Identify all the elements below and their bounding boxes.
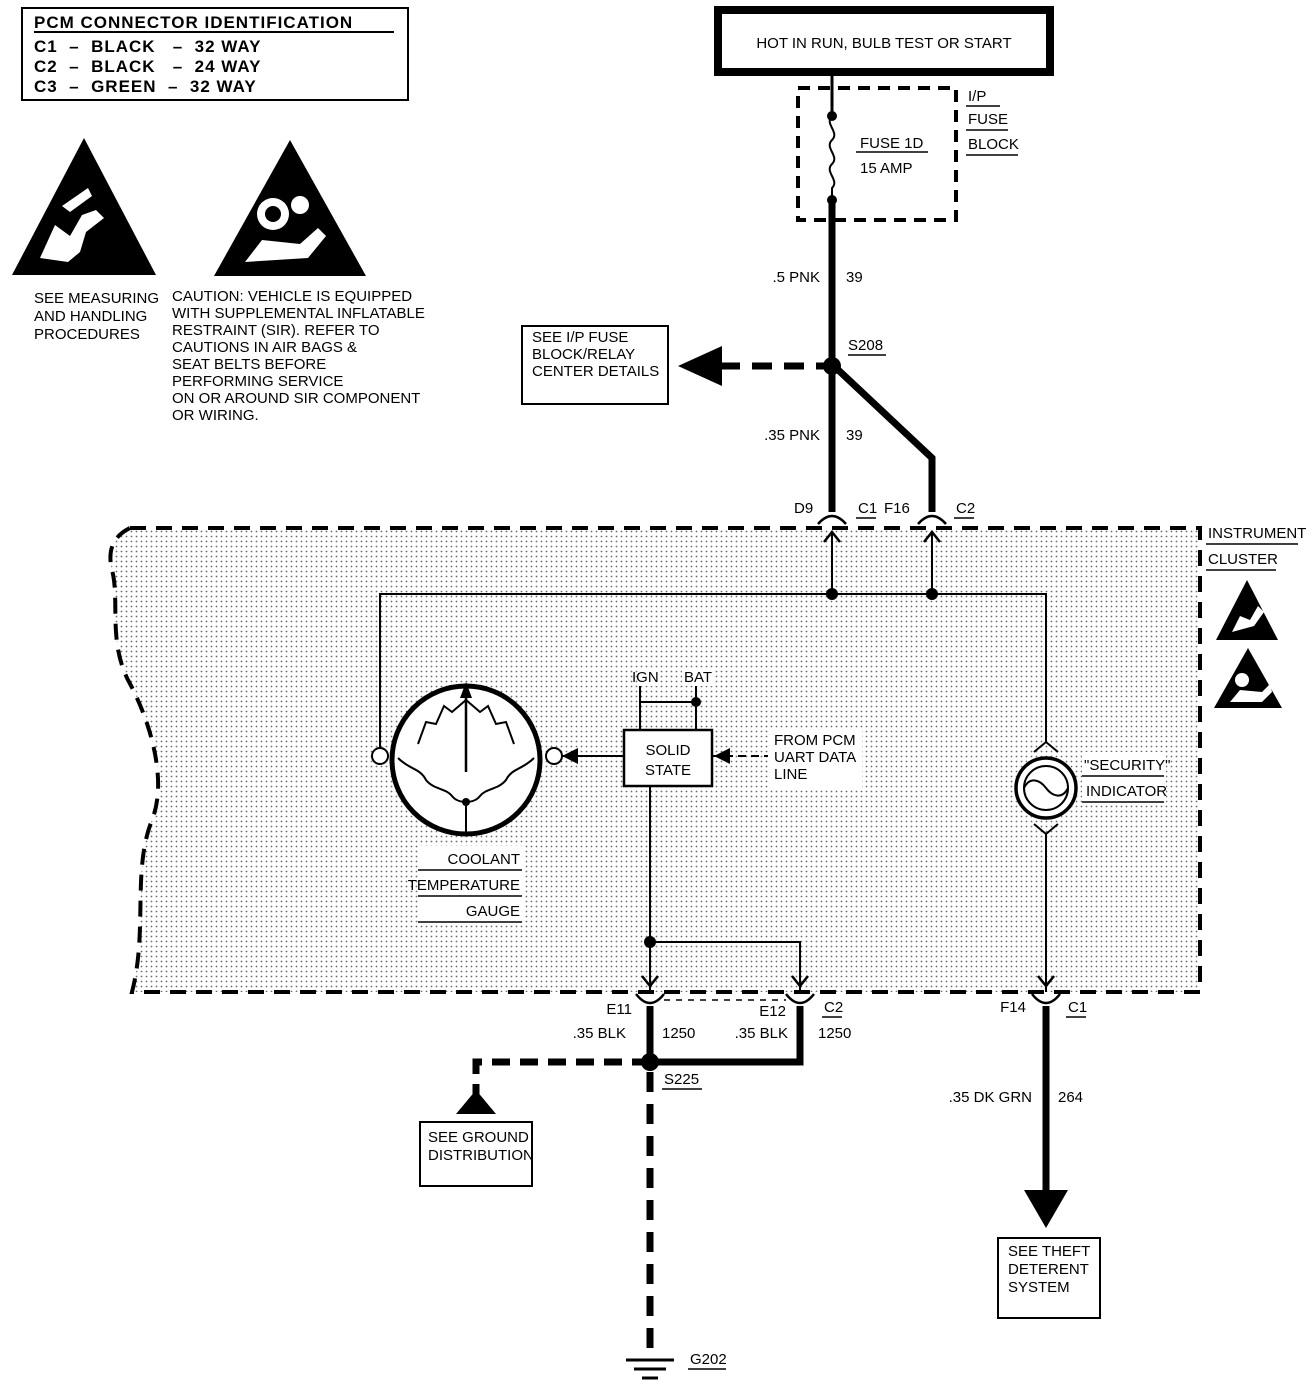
reference-line: SEE I/P FUSE <box>532 329 628 346</box>
wire-circuit-label: 39 <box>846 269 863 286</box>
pcm-legend-row: C2 – BLACK – 24 WAY <box>34 57 261 76</box>
pcm-legend-row: C3 – GREEN – 32 WAY <box>34 77 257 96</box>
security-indicator-bulb-icon <box>1014 740 1078 836</box>
wire-circuit-label: 264 <box>1058 1089 1083 1106</box>
from-pcm-label: LINE <box>774 766 807 783</box>
wire-blk-1250 <box>650 1006 804 1066</box>
theft-deterrent-reference: SEE THEFT DETERENT SYSTEM <box>997 1237 1101 1319</box>
splice-label: S225 <box>664 1071 699 1088</box>
reference-line: CENTER DETAILS <box>532 363 659 380</box>
ground-symbol-icon <box>626 1358 674 1380</box>
splice-label: S208 <box>848 337 883 354</box>
from-pcm-label: UART DATA <box>774 749 856 766</box>
sir-airbag-warning-icon <box>214 140 366 276</box>
esd-warning-line: AND HANDLING <box>34 308 147 325</box>
power-source-label: HOT IN RUN, BULB TEST OR START <box>756 35 1011 52</box>
relay-center-reference: SEE I/P FUSE BLOCK/RELAY CENTER DETAILS <box>521 325 669 405</box>
connector-pin-label: F16 <box>884 500 910 517</box>
fuse-icon <box>828 115 836 200</box>
arrow-left-icon <box>678 346 722 386</box>
pcm-legend-title: PCM CONNECTOR IDENTIFICATION <box>34 13 353 32</box>
solid-state-label: SOLID <box>645 742 690 759</box>
connector-id-label: C1 <box>858 500 877 517</box>
gauge-label: TEMPERATURE <box>408 877 520 894</box>
connector-pin-label: E12 <box>759 1003 786 1020</box>
pcm-legend-row: C1 – BLACK – 32 WAY <box>34 37 261 56</box>
wire-gauge-label: .5 PNK <box>772 269 820 286</box>
wire-gauge-label: .35 DK GRN <box>949 1089 1032 1106</box>
fuse-name: FUSE 1D <box>860 135 924 152</box>
reference-line: SEE THEFT <box>1008 1243 1090 1260</box>
ground-distribution-reference: SEE GROUND DISTRIBUTION <box>419 1121 534 1187</box>
fuse-block-label: FUSE <box>968 111 1008 128</box>
sir-warning-line: WITH SUPPLEMENTAL INFLATABLE <box>172 305 425 322</box>
fuse-block-label: I/P <box>968 88 986 105</box>
connector-e12 <box>785 993 815 1005</box>
reference-line: SEE GROUND <box>428 1129 529 1146</box>
connector-pin-label: E11 <box>606 1001 632 1018</box>
connector-pin-label: D9 <box>794 500 813 517</box>
connector-id-label: C2 <box>824 999 843 1016</box>
cluster-label: INSTRUMENT <box>1208 525 1306 542</box>
solid-state-label: STATE <box>645 762 691 779</box>
power-source-box: HOT IN RUN, BULB TEST OR START <box>714 6 1054 76</box>
pcm-connector-legend: PCM CONNECTOR IDENTIFICATION C1 – BLACK … <box>21 7 409 101</box>
reference-line: DETERENT <box>1008 1261 1089 1278</box>
wire-gauge-label: .35 PNK <box>764 427 820 444</box>
esd-warning-line: PROCEDURES <box>34 326 140 343</box>
ground-arrow-icon <box>456 1090 496 1114</box>
connector-d9 <box>817 514 847 525</box>
wire-circuit-label: 39 <box>846 427 863 444</box>
ip-fuse-block: FUSE 1D 15 AMP <box>796 72 958 222</box>
ign-label: IGN <box>632 669 659 686</box>
sir-warning-line: OR WIRING. <box>172 407 259 424</box>
connector-f14 <box>1031 993 1061 1005</box>
sir-warning-line: ON OR AROUND SIR COMPONENT <box>172 390 420 407</box>
wire-circuit-label: 1250 <box>818 1025 851 1042</box>
connector-f16 <box>917 514 947 525</box>
reference-line: DISTRIBUTION <box>428 1147 534 1164</box>
gauge-label: GAUGE <box>466 903 520 920</box>
solid-state-module: SOLID STATE <box>622 728 714 788</box>
wire-circuit-label: 1250 <box>662 1025 695 1042</box>
gauge-label: COOLANT <box>447 851 520 868</box>
sir-small-icon <box>1214 648 1282 708</box>
reference-line: SYSTEM <box>1008 1279 1070 1296</box>
security-label: "SECURITY" <box>1084 757 1171 774</box>
arrow-left-icon <box>562 748 578 764</box>
sir-warning-line: RESTRAINT (SIR). REFER TO <box>172 322 380 339</box>
esd-small-icon <box>1216 580 1278 640</box>
connector-id-label: C2 <box>956 500 975 517</box>
ground-label: G202 <box>690 1351 727 1368</box>
esd-warning-line: SEE MEASURING <box>34 290 159 307</box>
sir-warning-line: CAUTION: VEHICLE IS EQUIPPED <box>172 288 412 305</box>
sir-warning-line: CAUTIONS IN AIR BAGS & <box>172 339 357 356</box>
fuse-block-label: BLOCK <box>968 136 1019 153</box>
sir-warning-line: SEAT BELTS BEFORE <box>172 356 326 373</box>
bat-label: BAT <box>684 669 712 686</box>
wire-gauge-label: .35 BLK <box>573 1025 626 1042</box>
arrow-down-icon <box>1024 1190 1068 1228</box>
cluster-label: CLUSTER <box>1208 551 1278 568</box>
connector-id-label: C1 <box>1068 999 1087 1016</box>
from-pcm-label: FROM PCM <box>774 732 856 749</box>
security-label: INDICATOR <box>1086 783 1167 800</box>
esd-warning-icon <box>12 138 156 275</box>
arrow-left-icon <box>714 748 730 764</box>
coolant-temperature-gauge <box>371 682 563 837</box>
wire-gauge-label: .35 BLK <box>735 1025 788 1042</box>
sir-warning-line: PERFORMING SERVICE <box>172 373 343 390</box>
connector-pin-label: F14 <box>1000 999 1026 1016</box>
fuse-rating: 15 AMP <box>860 160 913 177</box>
connector-e11 <box>635 993 665 1005</box>
wire-pnk-branch <box>831 363 936 512</box>
reference-line: BLOCK/RELAY <box>532 346 635 363</box>
